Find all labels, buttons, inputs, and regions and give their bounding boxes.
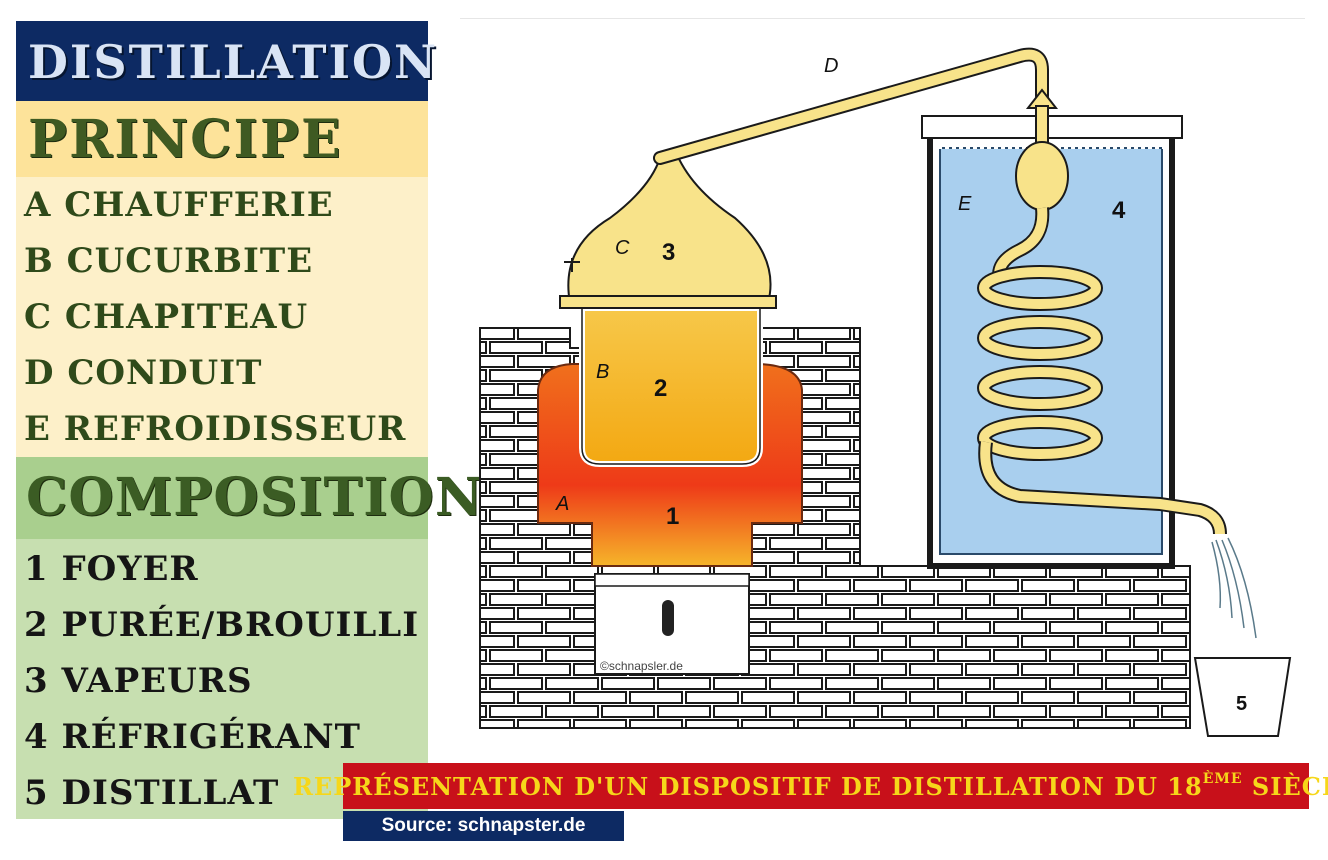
collector-bucket [1193,657,1292,737]
tank-wall [927,138,1175,569]
chapiteau-head [567,148,772,304]
valve-icon [564,258,580,272]
source-text[interactable]: Source: schnapster.de [381,815,586,836]
composition-header: COMPOSITION [16,457,482,539]
principe-item-refroidisseur: E REFROIDISSEUR [24,409,407,449]
principe-header: PRINCIPE [16,101,428,177]
title-banner: DISTILLATION [16,21,436,101]
label-4: 4 [1112,197,1126,224]
label-c: C [615,237,630,259]
watermark: ©schnapsler.de [600,659,683,673]
tank-lid [921,115,1183,139]
principe-item-chaufferie: A CHAUFFERIE [24,185,334,225]
label-1: 1 [666,503,679,530]
label-5: 5 [1236,693,1247,715]
chapiteau-rim [559,295,777,309]
caption-text-after: SIÈCLE [1251,772,1328,801]
label-d: D [824,55,838,77]
principe-item-conduit: D CONDUIT [24,353,263,393]
coil-bulb [1015,141,1069,211]
door-handle [662,600,674,636]
label-e: E [958,193,972,215]
distillation-diagram: ©schnapsler.de D C 3 [460,18,1305,737]
principe-item-cucurbite: B CUCURBITE [24,241,314,281]
cucurbite-pot [579,305,763,467]
caption-text: REPRÉSENTATION D'UN DISPOSITIF DE DISTIL… [293,771,1328,801]
label-2: 2 [654,375,667,402]
caption-banner: REPRÉSENTATION D'UN DISPOSITIF DE DISTIL… [293,763,1328,809]
serpentine-coil [977,207,1227,535]
panel-title: DISTILLATION [28,35,439,89]
caption-superscript: ÈME [1202,771,1243,787]
composition-item-refrigerant: 4 RÉFRIGÉRANT [24,717,361,757]
label-a: A [555,493,569,515]
composition-item-vapeurs: 3 VAPEURS [24,661,253,701]
composition-item-distillat: 5 DISTILLAT [24,773,280,813]
composition-list: 1 FOYER 2 PURÉE/BROUILLI 3 VAPEURS 4 RÉF… [16,539,428,819]
principe-heading: PRINCIPE [28,109,343,170]
label-b: B [596,361,609,383]
caption-text-before: REPRÉSENTATION D'UN DISPOSITIF DE DISTIL… [292,772,1203,801]
distillate-stream [1211,537,1257,639]
composition-item-puree: 2 PURÉE/BROUILLI [24,605,420,645]
source-banner: Source: schnapster.de [343,811,624,841]
composition-heading: COMPOSITION [26,467,484,528]
composition-item-foyer: 1 FOYER [24,549,199,589]
principe-list: A CHAUFFERIE B CUCURBITE C CHAPITEAU D C… [16,177,428,457]
conduit-pipe [655,49,1047,163]
label-3: 3 [662,239,675,266]
principe-item-chapiteau: C CHAPITEAU [24,297,309,337]
